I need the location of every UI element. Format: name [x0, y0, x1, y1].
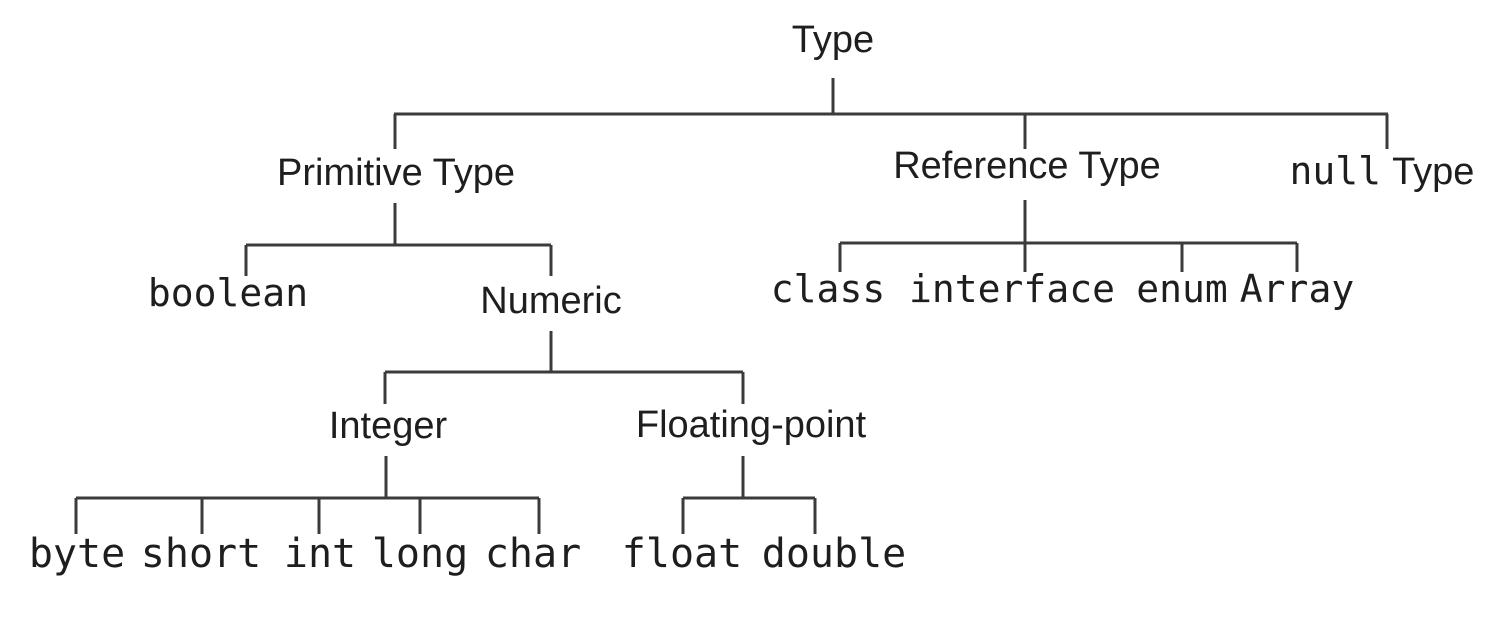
node-integer: Integer	[328, 405, 448, 447]
node-double: double	[761, 531, 907, 577]
node-class: class	[770, 267, 886, 311]
connector-numeric-children	[383, 331, 745, 404]
node-floating-point: Floating-point	[635, 404, 867, 446]
node-reference-type: Reference Type	[893, 145, 1161, 187]
connector-integer-children	[74, 456, 541, 534]
node-enum: enum	[1136, 267, 1228, 311]
node-char: char	[484, 531, 582, 577]
null-keyword: null	[1289, 149, 1382, 193]
null-suffix: Type	[1392, 151, 1475, 193]
node-int: int	[283, 531, 357, 577]
node-byte: byte	[28, 531, 126, 577]
node-array: Array	[1239, 267, 1355, 311]
connector-floating-children	[681, 456, 817, 534]
node-short: short	[140, 531, 262, 577]
node-long: long	[371, 531, 469, 577]
connector-primitive-children	[244, 203, 553, 276]
connector-reference-children	[838, 200, 1299, 272]
node-type: Type	[791, 19, 875, 61]
node-numeric: Numeric	[480, 280, 622, 322]
node-boolean: boolean	[147, 271, 309, 315]
node-interface: interface	[909, 267, 1115, 311]
node-float: float	[621, 531, 743, 577]
node-primitive-type: Primitive Type	[277, 152, 515, 194]
connector-type-children	[393, 78, 1389, 149]
